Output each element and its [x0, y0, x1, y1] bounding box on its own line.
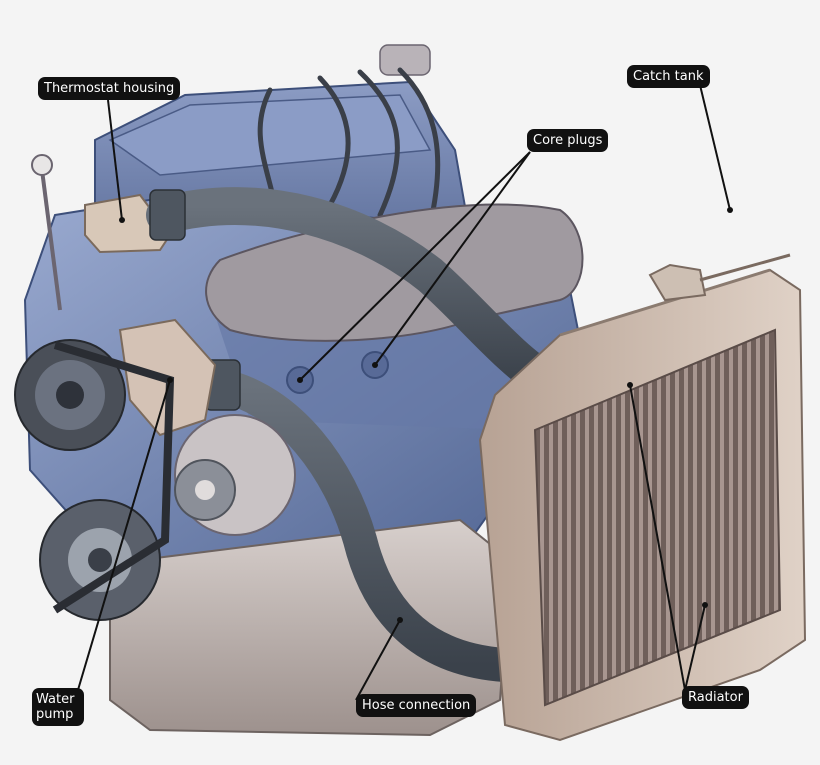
leader-core-plug-2	[374, 151, 531, 366]
leader-core-plug-1	[299, 151, 531, 381]
catch-tank-cap	[648, 253, 791, 302]
label-catch-tank: Catch tank	[627, 65, 710, 88]
label-core-plugs: Core plugs	[527, 129, 609, 152]
crank-pulley	[14, 339, 126, 451]
leader-hose	[355, 619, 401, 701]
label-radiator: Radiator	[682, 686, 749, 709]
spark-plug-leads	[257, 67, 441, 228]
leader-water-pump	[74, 379, 171, 701]
top-hose	[146, 187, 564, 399]
label-water-pump: Water pump	[32, 688, 84, 726]
leader-radiator-2	[684, 604, 706, 691]
leader-thermostat	[107, 99, 123, 221]
leader-catch-tank	[699, 84, 731, 211]
lower-pulley	[39, 499, 161, 621]
alternator	[174, 414, 296, 536]
radiator-unit	[478, 268, 807, 742]
leader-radiator-1	[629, 384, 686, 691]
leader-lines	[74, 84, 731, 701]
label-thermostat-housing: Thermostat housing	[38, 77, 181, 100]
fan-belt	[52, 341, 175, 614]
leader-dots	[119, 207, 733, 623]
label-hose-connection: Hose connection	[356, 694, 477, 717]
dipstick	[31, 154, 62, 311]
oil-sump	[109, 518, 512, 737]
